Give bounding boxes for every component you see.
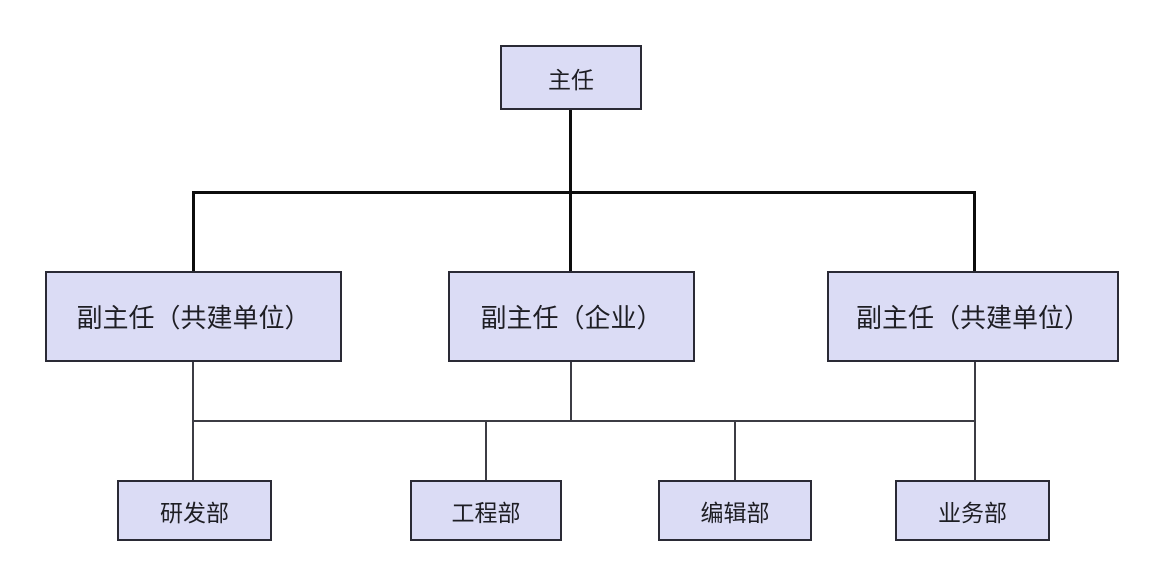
connector-top-rail (192, 191, 976, 194)
node-dept-business-label: 业务部 (938, 499, 1007, 526)
connector-bottom-rail (192, 420, 976, 422)
node-deputy-right-label: 副主任（共建单位） (855, 303, 1090, 333)
node-deputy-enterprise: 副主任（企业） (448, 271, 695, 362)
node-director: 主任 (500, 45, 642, 110)
node-director-label: 主任 (548, 66, 594, 93)
node-deputy-left: 副主任（共建单位） (45, 271, 342, 362)
connector-drop-engineering (485, 420, 487, 480)
connector-drop-editorial (734, 420, 736, 480)
connector-top-stem (569, 110, 572, 271)
node-deputy-left-label: 副主任（共建单位） (76, 303, 311, 333)
node-dept-business: 业务部 (895, 480, 1050, 541)
node-dept-rnd: 研发部 (117, 480, 272, 541)
node-dept-editorial: 编辑部 (658, 480, 812, 541)
connector-bottom-stem-middle (570, 362, 572, 421)
node-dept-engineering: 工程部 (410, 480, 562, 541)
connector-top-drop-left (192, 191, 195, 271)
node-dept-editorial-label: 编辑部 (700, 499, 770, 526)
node-deputy-enterprise-label: 副主任（企业） (480, 303, 663, 333)
connector-top-drop-right (973, 191, 976, 271)
node-deputy-right: 副主任（共建单位） (827, 271, 1119, 362)
node-dept-engineering-label: 工程部 (451, 499, 521, 526)
node-dept-rnd-label: 研发部 (160, 499, 229, 526)
